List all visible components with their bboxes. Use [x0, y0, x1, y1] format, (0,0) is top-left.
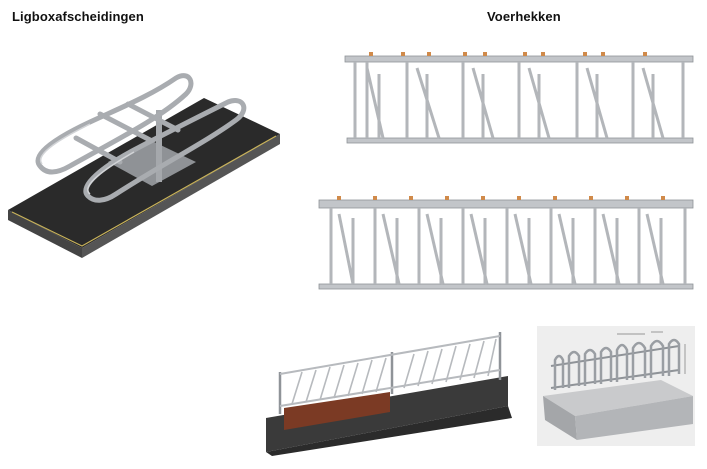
loop-barrier-image — [537, 326, 695, 446]
section-title-ligboxafscheidingen: Ligboxafscheidingen — [12, 9, 144, 24]
section-title-voerhekken: Voerhekken — [487, 9, 561, 24]
feed-rail-image-bottom — [318, 196, 694, 290]
feed-fence-image — [266, 332, 512, 456]
cubicle-divider-image — [8, 73, 280, 258]
feed-rail-image-top — [344, 52, 694, 144]
